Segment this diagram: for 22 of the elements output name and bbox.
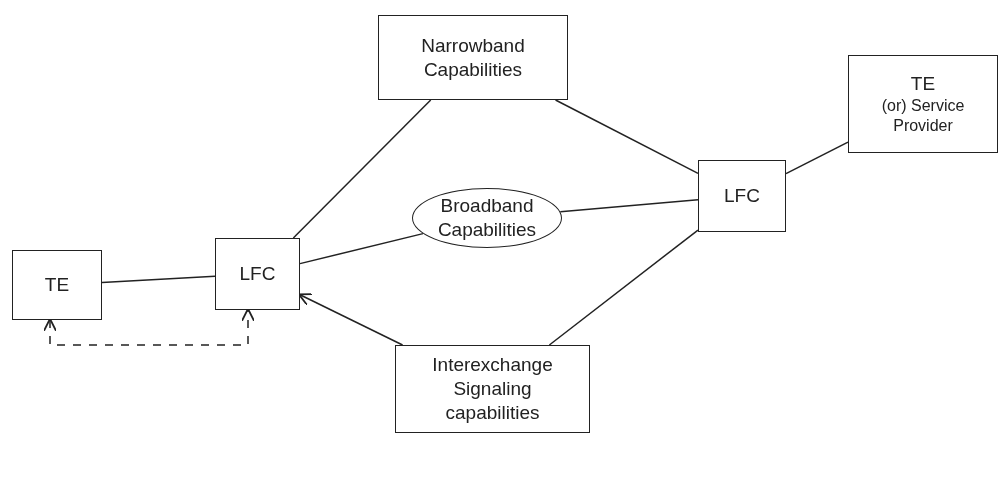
arrow bbox=[298, 293, 404, 346]
connector-line bbox=[299, 232, 424, 265]
node-label: TE bbox=[910, 72, 936, 96]
node-label: LFC bbox=[724, 184, 760, 208]
process-box bbox=[215, 238, 300, 310]
process-box bbox=[395, 345, 590, 433]
connector-line bbox=[101, 275, 216, 284]
process-box bbox=[698, 160, 786, 232]
process-box bbox=[848, 55, 998, 153]
connector-line bbox=[785, 141, 849, 175]
node-label: Narrowband Capabilities bbox=[420, 33, 526, 82]
connector-line bbox=[554, 99, 699, 175]
connector-line bbox=[559, 199, 699, 213]
process-box bbox=[12, 250, 102, 320]
node-label: LFC bbox=[239, 262, 276, 286]
node-label: TE bbox=[44, 273, 70, 297]
node-label: Interexchange Signaling capabilities bbox=[431, 353, 554, 425]
connector-line bbox=[548, 229, 699, 346]
node-label: (or) Service Provider bbox=[880, 95, 966, 136]
connector-line bbox=[292, 99, 432, 239]
process-box bbox=[378, 15, 568, 100]
node-label: Broadband Capabilities bbox=[436, 194, 538, 242]
